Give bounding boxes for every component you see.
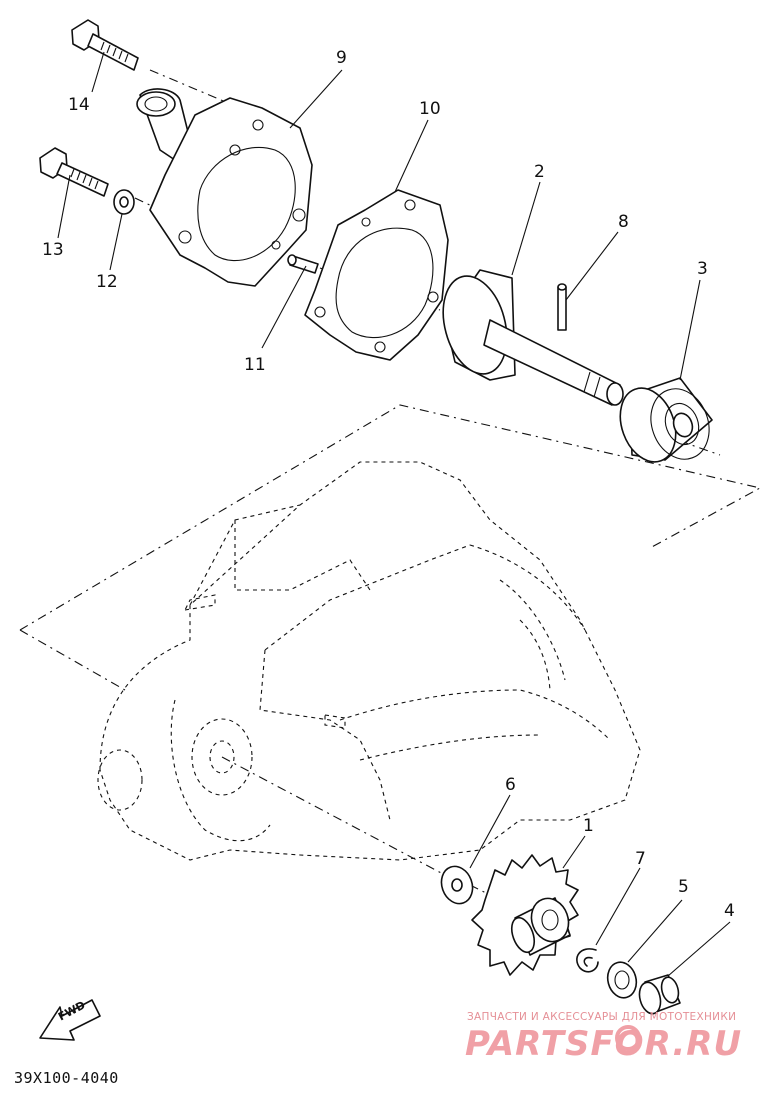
callout-14: 14 — [68, 95, 90, 115]
crankcase-plane-edge — [19, 629, 126, 691]
fwd-arrow-icon — [39, 999, 101, 1041]
washer-5 — [606, 961, 638, 999]
watermark-wheel-icon — [615, 1025, 641, 1051]
callout-7: 7 — [635, 849, 646, 869]
callout-13: 13 — [42, 240, 64, 260]
diagram-code: 39X100-4040 — [14, 1069, 119, 1087]
circlip-7 — [576, 948, 599, 973]
dowel-pin-11 — [287, 254, 319, 274]
watermark-logo: PARTSFOR.RU — [465, 1024, 743, 1064]
drive-gear-1 — [471, 854, 579, 976]
callout-1: 1 — [583, 816, 594, 836]
callout-12: 12 — [96, 272, 118, 292]
pin-8 — [557, 283, 567, 331]
collar-4 — [638, 974, 681, 1015]
bearing-3 — [619, 377, 713, 463]
washer-6 — [440, 865, 474, 905]
watermark-tagline: ЗАПЧАСТИ И АКСЕССУАРЫ ДЛЯ МОТОТЕХНИКИ — [467, 1011, 737, 1023]
callout-6: 6 — [505, 775, 516, 795]
callout-11: 11 — [244, 355, 266, 375]
crankcase-outline — [97, 461, 641, 861]
callout-8: 8 — [618, 212, 629, 232]
callout-3: 3 — [697, 259, 708, 279]
callout-2: 2 — [534, 162, 545, 182]
impeller-shaft-2 — [442, 269, 624, 406]
bolt-13 — [39, 147, 109, 197]
washer-12 — [113, 189, 135, 215]
callout-4: 4 — [724, 901, 735, 921]
callout-10: 10 — [419, 99, 441, 119]
bolt-14 — [71, 19, 139, 71]
leader-lines — [57, 51, 731, 977]
bolt-14-axis — [149, 69, 241, 109]
gear-axis — [221, 756, 446, 876]
callout-9: 9 — [336, 48, 347, 68]
pump-cover-9 — [136, 88, 313, 287]
gasket-10 — [304, 189, 449, 361]
callout-5: 5 — [678, 877, 689, 897]
